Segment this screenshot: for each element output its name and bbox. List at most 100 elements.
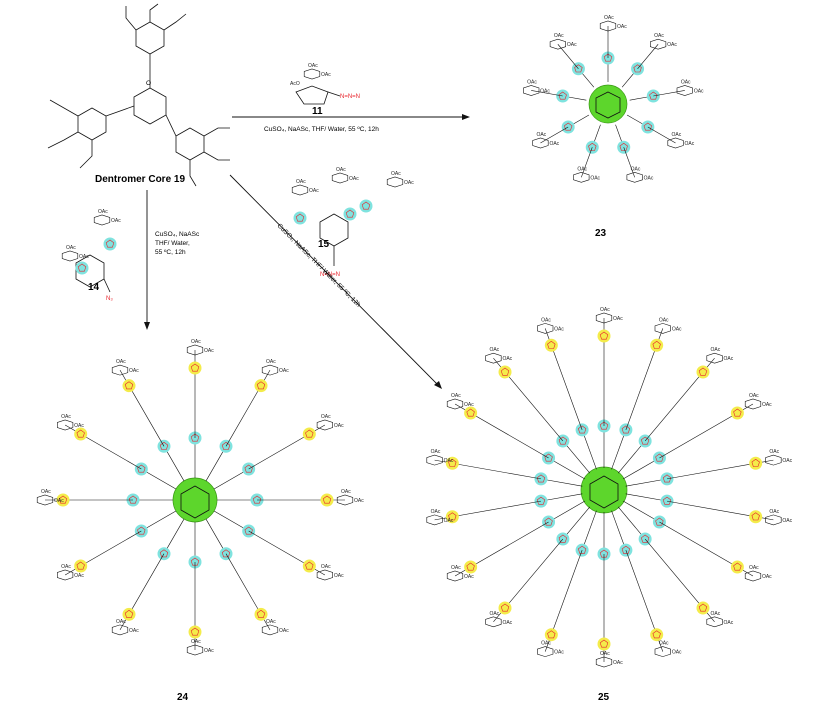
triazole-ring <box>603 53 613 62</box>
triazole-ring <box>662 496 672 505</box>
acetate-label: OAc <box>98 209 108 215</box>
acetate-label: OAc <box>204 648 214 654</box>
dendron-bond <box>141 468 177 490</box>
dendron-bond <box>531 90 563 97</box>
core-19-label: Dentromer Core 19 <box>95 174 185 185</box>
triazole-ring <box>76 429 85 438</box>
triazole-ring <box>619 142 628 151</box>
sugar-ring <box>654 646 671 657</box>
acetate-label: OAc <box>451 565 461 571</box>
triazole-highlight <box>293 211 307 225</box>
triazole-highlight <box>749 456 763 470</box>
triazole-ring <box>448 512 457 521</box>
acetate-label: OAc <box>296 179 306 185</box>
acetate-label: OAc <box>762 402 772 408</box>
triazole-highlight <box>122 379 136 393</box>
triazole-ring <box>640 436 650 445</box>
acetate-label: OAc <box>659 317 669 323</box>
dendron-bond <box>617 506 646 540</box>
dendron-bond <box>562 506 591 540</box>
acetate-label: OAc <box>391 171 401 177</box>
acetate-label: OAc <box>769 509 779 515</box>
triazole-ring <box>159 549 169 558</box>
sugar-ring <box>56 569 74 581</box>
triazole-highlight <box>464 560 478 574</box>
triazole-ring <box>256 381 266 390</box>
product-24-label: 24 <box>177 692 189 703</box>
sugar-ring <box>426 454 443 466</box>
dendron-bond <box>611 510 627 551</box>
triazole-ring <box>190 433 200 442</box>
acetate-label: OAc <box>404 180 414 186</box>
triazole-highlight <box>445 510 459 524</box>
acetate-label: OAc <box>604 15 614 21</box>
acetate-label: OAc <box>129 628 139 634</box>
triazole-ring <box>558 436 568 445</box>
triazole-highlight <box>75 261 89 275</box>
sugar-ring <box>485 616 502 628</box>
acetate-label: OAc <box>464 574 474 580</box>
triazole-ring <box>662 474 672 483</box>
sugar-ring <box>523 85 540 96</box>
acetate-label: OAc <box>502 356 512 362</box>
triazole-highlight <box>445 456 459 470</box>
triazole-ring <box>751 458 760 467</box>
condition-left-3: 55 ºC, 12h <box>155 249 186 256</box>
triazole-ring <box>633 64 642 73</box>
acetate-label: OAc <box>341 489 351 495</box>
product-24-structure <box>172 477 218 523</box>
acetate-label: OAc <box>590 175 600 181</box>
acetate-label: OAc <box>724 620 734 626</box>
acetate-label: OAc <box>600 651 610 657</box>
sugar-ring <box>765 454 782 466</box>
acetate-label: OAc <box>711 611 721 617</box>
sugar-ring <box>676 85 693 96</box>
acetate-label: OAc <box>191 339 201 345</box>
acetate-label: OAc <box>762 574 772 580</box>
triazole-ring <box>733 408 742 417</box>
azide-14-group: N₃ <box>106 296 113 302</box>
sugar-ring <box>386 176 404 188</box>
acetate-label: OAc <box>644 175 654 181</box>
sugar-ring <box>744 398 762 410</box>
triazole-highlight <box>696 365 710 379</box>
acetate-label: OAc <box>334 573 344 579</box>
dendron-bond <box>622 457 660 480</box>
triazole-ring <box>558 91 567 100</box>
triazole-highlight <box>597 637 611 651</box>
triazole-ring <box>536 474 546 483</box>
triazole-ring <box>621 545 631 554</box>
triazole-highlight <box>188 361 202 375</box>
acetate-label: OAc <box>536 132 546 138</box>
azide-15-label: 15 <box>318 239 330 250</box>
acetate-label: OAc <box>681 79 691 85</box>
acetate-label: OAc <box>354 498 364 504</box>
acetate-label: OAc <box>54 498 64 504</box>
triazole-highlight <box>464 406 478 420</box>
triazole-ring <box>124 609 134 618</box>
triazole-ring <box>466 408 475 417</box>
acetate-label: OAc <box>667 42 677 48</box>
acetate-label: OAc <box>724 356 734 362</box>
triazole-ring <box>574 64 583 73</box>
triazole-ring <box>547 630 556 639</box>
acetate-label: OAc <box>541 317 551 323</box>
acetate-label: OAc <box>654 33 664 39</box>
sugar-ring <box>765 514 782 526</box>
acetate-label: OAc <box>672 132 682 138</box>
dendron-bond <box>163 518 185 554</box>
acetate-label: OAc <box>617 24 627 30</box>
triazole-ring <box>221 549 231 558</box>
triazole-highlight <box>56 493 70 507</box>
triazole-ring <box>536 496 546 505</box>
triazole-ring <box>466 562 475 571</box>
sugar-ring <box>537 323 554 334</box>
triazole-highlight <box>650 338 664 352</box>
sugar-ring <box>61 250 79 262</box>
triazole-ring <box>345 209 355 218</box>
product-25-label: 25 <box>598 692 610 703</box>
sugar-ring <box>331 172 349 184</box>
acetate-label: OAc <box>79 254 89 260</box>
acetate-label: OAc <box>782 458 792 464</box>
